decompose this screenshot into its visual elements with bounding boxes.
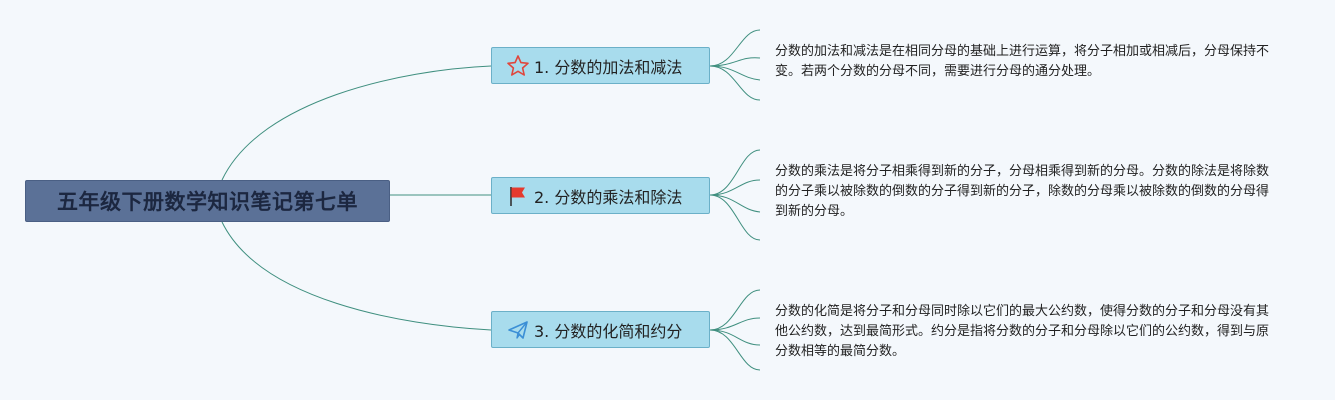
connector-branch-1-c: [709, 65, 761, 81]
connector-branch-3-c: [709, 329, 761, 346]
root-title: 五年级下册数学知识笔记第七单: [57, 190, 358, 214]
connector-root-branch-1: [221, 65, 492, 181]
connector-branch-3-b: [709, 317, 761, 331]
branch-label: 1. 分数的加法和减法: [534, 57, 683, 77]
connector-branch-3-a: [709, 289, 761, 331]
connector-branch-2-b: [709, 179, 761, 196]
note-addition-subtraction: 分数的加法和减法是在相同分母的基础上进行运算，将分子相加或相减后，分母保持不变。…: [775, 44, 1270, 79]
paper-plane-icon: [506, 318, 530, 342]
connector-root-branch-3: [221, 221, 492, 331]
connector-branch-1-a: [709, 29, 761, 67]
note-multiplication-division: 分数的乘法是将分子相乘得到新的分子，分母相乘得到新的分母。分数的除法是将除数的分…: [775, 164, 1270, 219]
connector-branch-2-d: [709, 194, 761, 241]
connector-branch-2-c: [709, 194, 761, 213]
connector-branch-1-d: [709, 65, 761, 101]
branch-node-addition-subtraction[interactable]: 1. 分数的加法和减法: [491, 47, 710, 84]
note-simplification-reduction: 分数的化简是将分子和分母同时除以它们的最大公约数，使得分数的分子和分母没有其他公…: [775, 304, 1270, 359]
connector-branch-3-d: [709, 329, 761, 371]
branch-node-simplification-reduction[interactable]: 3. 分数的化简和约分: [491, 311, 710, 348]
branch-label: 3. 分数的化简和约分: [534, 321, 683, 341]
flag-icon: [506, 184, 530, 208]
branch-label: 2. 分数的乘法和除法: [534, 187, 683, 207]
root-node[interactable]: 五年级下册数学知识笔记第七单: [25, 180, 390, 222]
connector-branch-2-a: [709, 149, 761, 196]
star-icon: [506, 54, 530, 78]
connector-branch-1-b: [709, 57, 761, 67]
branch-node-multiplication-division[interactable]: 2. 分数的乘法和除法: [491, 177, 710, 214]
